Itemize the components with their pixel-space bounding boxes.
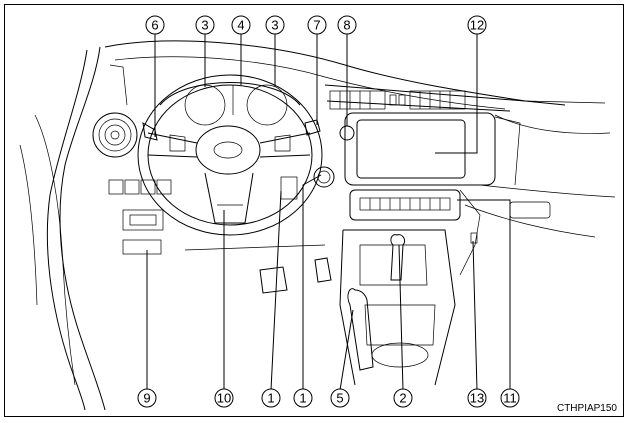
center-console	[339, 229, 456, 386]
svg-text:9: 9	[143, 391, 150, 406]
climate-panel	[349, 189, 461, 221]
svg-text:3: 3	[271, 18, 278, 33]
svg-text:3: 3	[201, 18, 208, 33]
callout-12: 12	[467, 15, 487, 35]
svg-text:11: 11	[503, 391, 517, 406]
dashboard-line-art: 6 3 4 3 7 8 12 9	[19, 15, 616, 411]
svg-text:2: 2	[399, 391, 406, 406]
control-stalks	[142, 119, 321, 141]
dashboard-diagram: 6 3 4 3 7 8 12 9	[4, 4, 624, 417]
svg-text:4: 4	[237, 18, 244, 33]
callout-1-right: 1	[293, 388, 313, 408]
svg-text:7: 7	[313, 18, 320, 33]
callout-2: 2	[393, 388, 413, 408]
svg-text:13: 13	[470, 391, 484, 406]
svg-text:5: 5	[336, 391, 343, 406]
dashboard-top	[104, 40, 616, 238]
callout-3-left: 3	[195, 15, 215, 35]
callout-8: 8	[337, 15, 357, 35]
callout-9: 9	[137, 388, 157, 408]
steering-wheel	[137, 74, 323, 236]
svg-text:10: 10	[217, 391, 231, 406]
svg-text:6: 6	[151, 18, 158, 33]
callout-5: 5	[330, 388, 350, 408]
pedals	[184, 244, 332, 294]
center-vents	[329, 90, 466, 110]
callout-4: 4	[231, 15, 251, 35]
svg-text:12: 12	[470, 18, 484, 33]
callout-3-right: 3	[265, 15, 285, 35]
figure-code: CTHPIAP150	[556, 403, 617, 414]
left-door-frame	[19, 46, 128, 411]
callout-11: 11	[500, 388, 520, 408]
callout-10: 10	[214, 388, 234, 408]
multimedia-display	[339, 112, 496, 186]
svg-text:1: 1	[267, 391, 274, 406]
callout-7: 7	[307, 15, 327, 35]
callout-13: 13	[467, 388, 487, 408]
svg-text:1: 1	[299, 391, 306, 406]
callout-1-left: 1	[261, 388, 281, 408]
left-switch-panel	[108, 179, 172, 255]
instrument-cluster	[159, 82, 301, 126]
left-air-vent	[92, 112, 138, 158]
svg-text:8: 8	[343, 18, 350, 33]
leader-lines	[146, 33, 511, 391]
callout-6: 6	[145, 15, 165, 35]
